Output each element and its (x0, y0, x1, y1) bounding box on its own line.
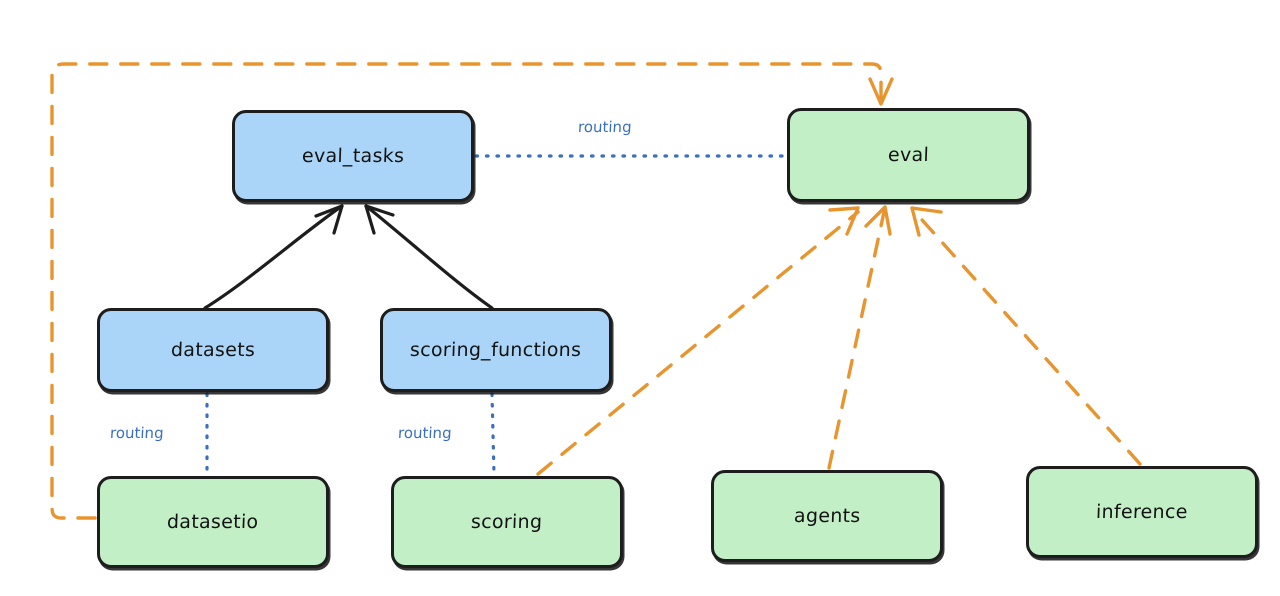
node-label: eval_tasks (301, 145, 405, 167)
node-label: eval (887, 144, 930, 166)
edge-scoring-eval (536, 206, 860, 476)
edge-label-routing-eval: routing (577, 118, 633, 136)
node-label: inference (1095, 501, 1189, 523)
node-datasets[interactable]: datasets (97, 308, 329, 392)
edge-datasetio-eval (50, 62, 894, 520)
edge-label-routing-scoring-functions: routing (397, 424, 453, 442)
node-label: scoring_functions (409, 339, 583, 361)
edge-scoringfn-scoring (490, 392, 496, 476)
node-eval[interactable]: eval (787, 108, 1030, 202)
edge-agents-eval (827, 205, 892, 470)
edge-label-routing-datasets: routing (109, 424, 165, 442)
node-agents[interactable]: agents (711, 470, 943, 562)
node-scoring[interactable]: scoring (391, 476, 623, 568)
node-eval-tasks[interactable]: eval_tasks (232, 110, 474, 202)
node-label: datasetio (166, 511, 260, 533)
node-label: scoring (470, 511, 544, 533)
node-label: agents (793, 505, 861, 527)
edge-datasets-eval_tasks (203, 204, 344, 310)
edge-scoringfn-eval_tasks (364, 204, 494, 310)
node-scoring-functions[interactable]: scoring_functions (380, 308, 612, 392)
edge-inference-eval (910, 206, 1142, 466)
node-datasetio[interactable]: datasetio (97, 476, 329, 568)
node-inference[interactable]: inference (1026, 466, 1258, 558)
node-label: datasets (170, 339, 256, 361)
